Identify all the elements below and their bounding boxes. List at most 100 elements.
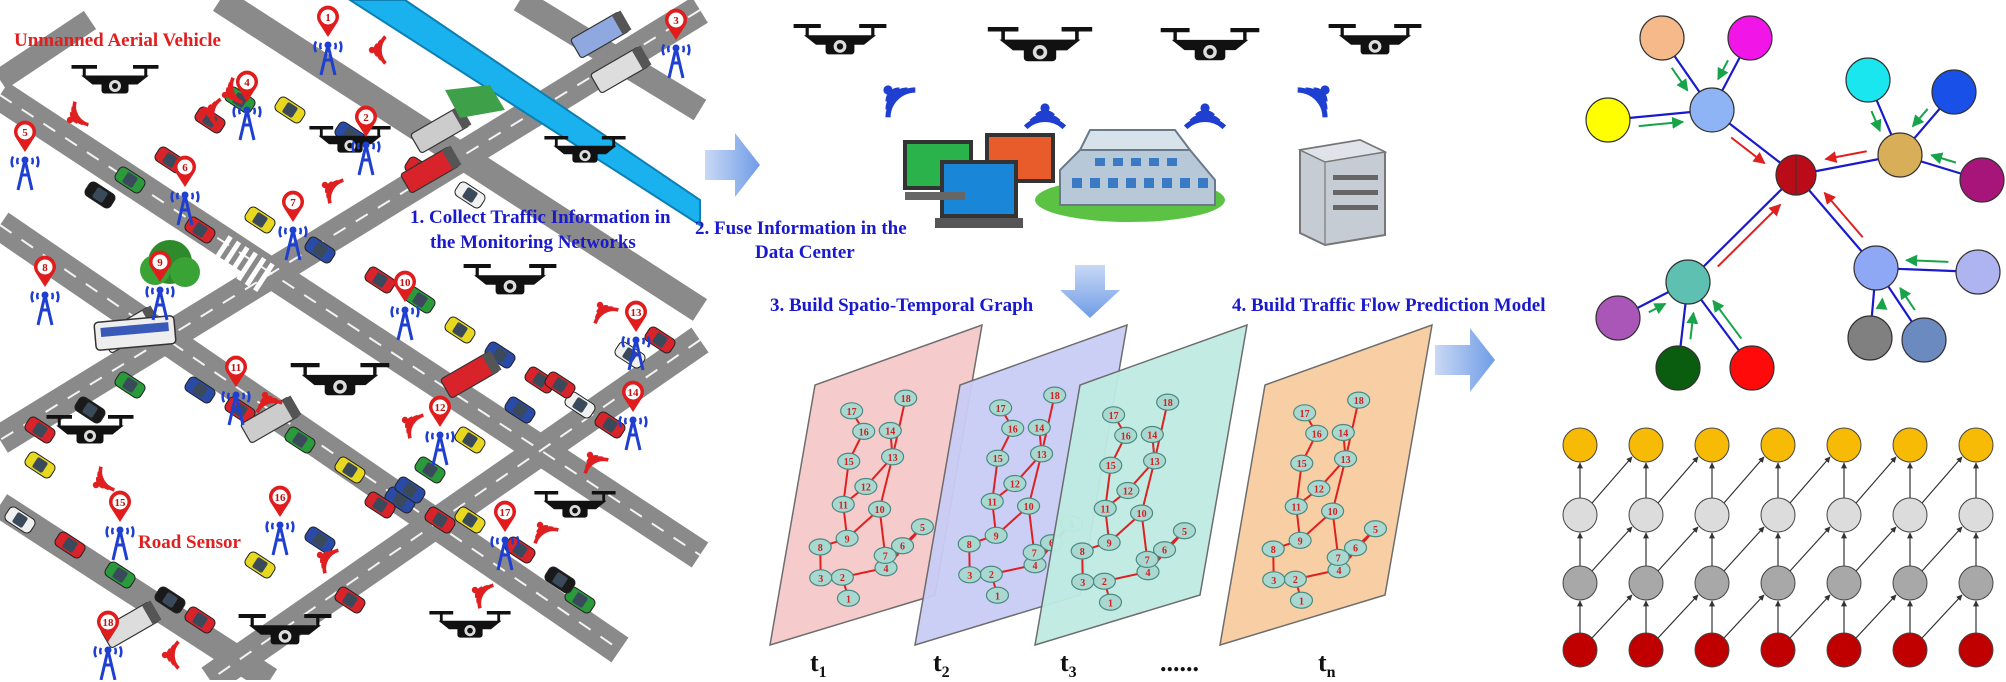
- svg-text:17: 17: [1300, 409, 1310, 420]
- graph-node: 2: [1092, 572, 1116, 590]
- car: [334, 456, 366, 484]
- svg-text:1: 1: [1299, 596, 1304, 607]
- svg-text:2: 2: [989, 570, 994, 581]
- svg-text:8: 8: [967, 540, 972, 551]
- graph-node: 18: [1347, 391, 1371, 409]
- svg-text:3: 3: [818, 574, 823, 585]
- graph-node: 14: [1027, 418, 1051, 437]
- time-label-tn: tn: [1318, 648, 1336, 682]
- svg-text:5: 5: [920, 523, 925, 534]
- temporal-grid-node: [1958, 565, 1994, 601]
- graph-node: 6: [890, 537, 915, 555]
- graph-node: 7: [1135, 550, 1159, 569]
- svg-text:6: 6: [1353, 544, 1358, 555]
- star-graph-node: [1877, 132, 1923, 178]
- graph-node: 16: [1001, 419, 1025, 437]
- svg-text:12: 12: [435, 402, 447, 414]
- temporal-grid-node: [1958, 427, 1994, 463]
- graph-node: 14: [1331, 423, 1355, 442]
- car: [184, 376, 216, 404]
- svg-text:2: 2: [363, 112, 369, 124]
- uav-drone-icon: [238, 614, 332, 645]
- car: [184, 606, 216, 634]
- wireless-signal-icon: [401, 413, 424, 439]
- wireless-signal-icon: [533, 521, 559, 544]
- data-center-drone-icon: [1160, 28, 1260, 61]
- svg-text:16: 16: [859, 427, 869, 438]
- graph-node: 11: [1284, 497, 1308, 515]
- road-sensor-14: 14: [618, 380, 648, 451]
- wireless-signal-icon: [593, 301, 619, 324]
- svg-text:4: 4: [1337, 566, 1342, 577]
- temporal-grid-node: [1826, 632, 1862, 668]
- svg-text:18: 18: [1354, 396, 1364, 407]
- svg-text:10: 10: [1328, 507, 1338, 518]
- road-sensor-4: 4: [232, 70, 262, 141]
- arrow-to-model: [1435, 328, 1495, 392]
- data-center-building-icon: [1035, 129, 1225, 222]
- city-drones-layer: [46, 65, 626, 645]
- svg-text:17: 17: [847, 407, 857, 418]
- spatial-star-graph: [1585, 15, 2005, 391]
- truck: [590, 45, 652, 94]
- car: [24, 451, 56, 479]
- graph-node: 1: [1098, 593, 1123, 611]
- graph-node: 10: [867, 500, 892, 518]
- blue-signal-icon: [1183, 103, 1227, 130]
- graph-node: 6: [1152, 541, 1177, 559]
- svg-text:10: 10: [1137, 509, 1147, 520]
- graph-node: 8: [1070, 542, 1094, 560]
- graph-node: 17: [1293, 404, 1317, 422]
- star-graph-node: [1655, 345, 1701, 391]
- wireless-signal-icon: [471, 583, 494, 609]
- temporal-grid-node: [1958, 497, 1994, 533]
- graph-node: 6: [1343, 539, 1368, 557]
- graph-node: 12: [854, 477, 878, 496]
- svg-text:14: 14: [1147, 431, 1157, 442]
- car: [274, 96, 306, 124]
- svg-text:6: 6: [182, 162, 188, 174]
- truck: [240, 395, 302, 444]
- temporal-grid-node: [1760, 565, 1796, 601]
- svg-text:13: 13: [888, 453, 898, 464]
- step2-title-line2: Data Center: [755, 242, 855, 263]
- svg-text:9: 9: [994, 531, 999, 542]
- star-graph-node: [1959, 157, 2005, 203]
- car: [304, 526, 336, 554]
- wireless-signal-icon: [161, 640, 180, 670]
- graph-node: 5: [1172, 522, 1197, 540]
- star-graph-node: [1847, 315, 1893, 361]
- graph-node: 3: [1262, 571, 1286, 589]
- graph-node: 10: [1320, 502, 1345, 520]
- truck: [440, 350, 502, 399]
- temporal-grid-node: [1892, 427, 1928, 463]
- uav-drone-icon: [46, 415, 134, 444]
- graph-node: 15: [986, 449, 1010, 467]
- wireless-signal-icon: [321, 178, 344, 204]
- wireless-signal-icon: [66, 101, 89, 127]
- star-graph-node: [1689, 87, 1735, 133]
- star-graph-node: [1727, 15, 1773, 61]
- step1-title-line1: 1. Collect Traffic Information in: [410, 207, 671, 228]
- svg-text:10: 10: [400, 277, 412, 289]
- temporal-grid-node: [1694, 427, 1730, 463]
- computer-monitors-icon: [903, 133, 1055, 228]
- car: [154, 586, 186, 614]
- graph-node: 12: [1116, 481, 1140, 500]
- graph-node: 15: [1290, 454, 1314, 472]
- car: [444, 316, 476, 344]
- wireless-signal-icon: [201, 97, 222, 127]
- arrow-to-data-center: [705, 133, 760, 197]
- svg-text:1: 1: [846, 594, 851, 605]
- blue-signal-icon: [1297, 85, 1330, 118]
- svg-text:7: 7: [290, 197, 296, 209]
- bus: [93, 315, 177, 351]
- star-graph-node: [1931, 69, 1977, 115]
- svg-text:9: 9: [845, 534, 850, 545]
- svg-text:13: 13: [631, 307, 643, 319]
- car: [304, 236, 336, 264]
- step4-title: 4. Build Traffic Flow Prediction Model: [1232, 295, 1546, 316]
- svg-text:12: 12: [1010, 480, 1020, 491]
- time-label-ellipsis: ......: [1160, 648, 1199, 677]
